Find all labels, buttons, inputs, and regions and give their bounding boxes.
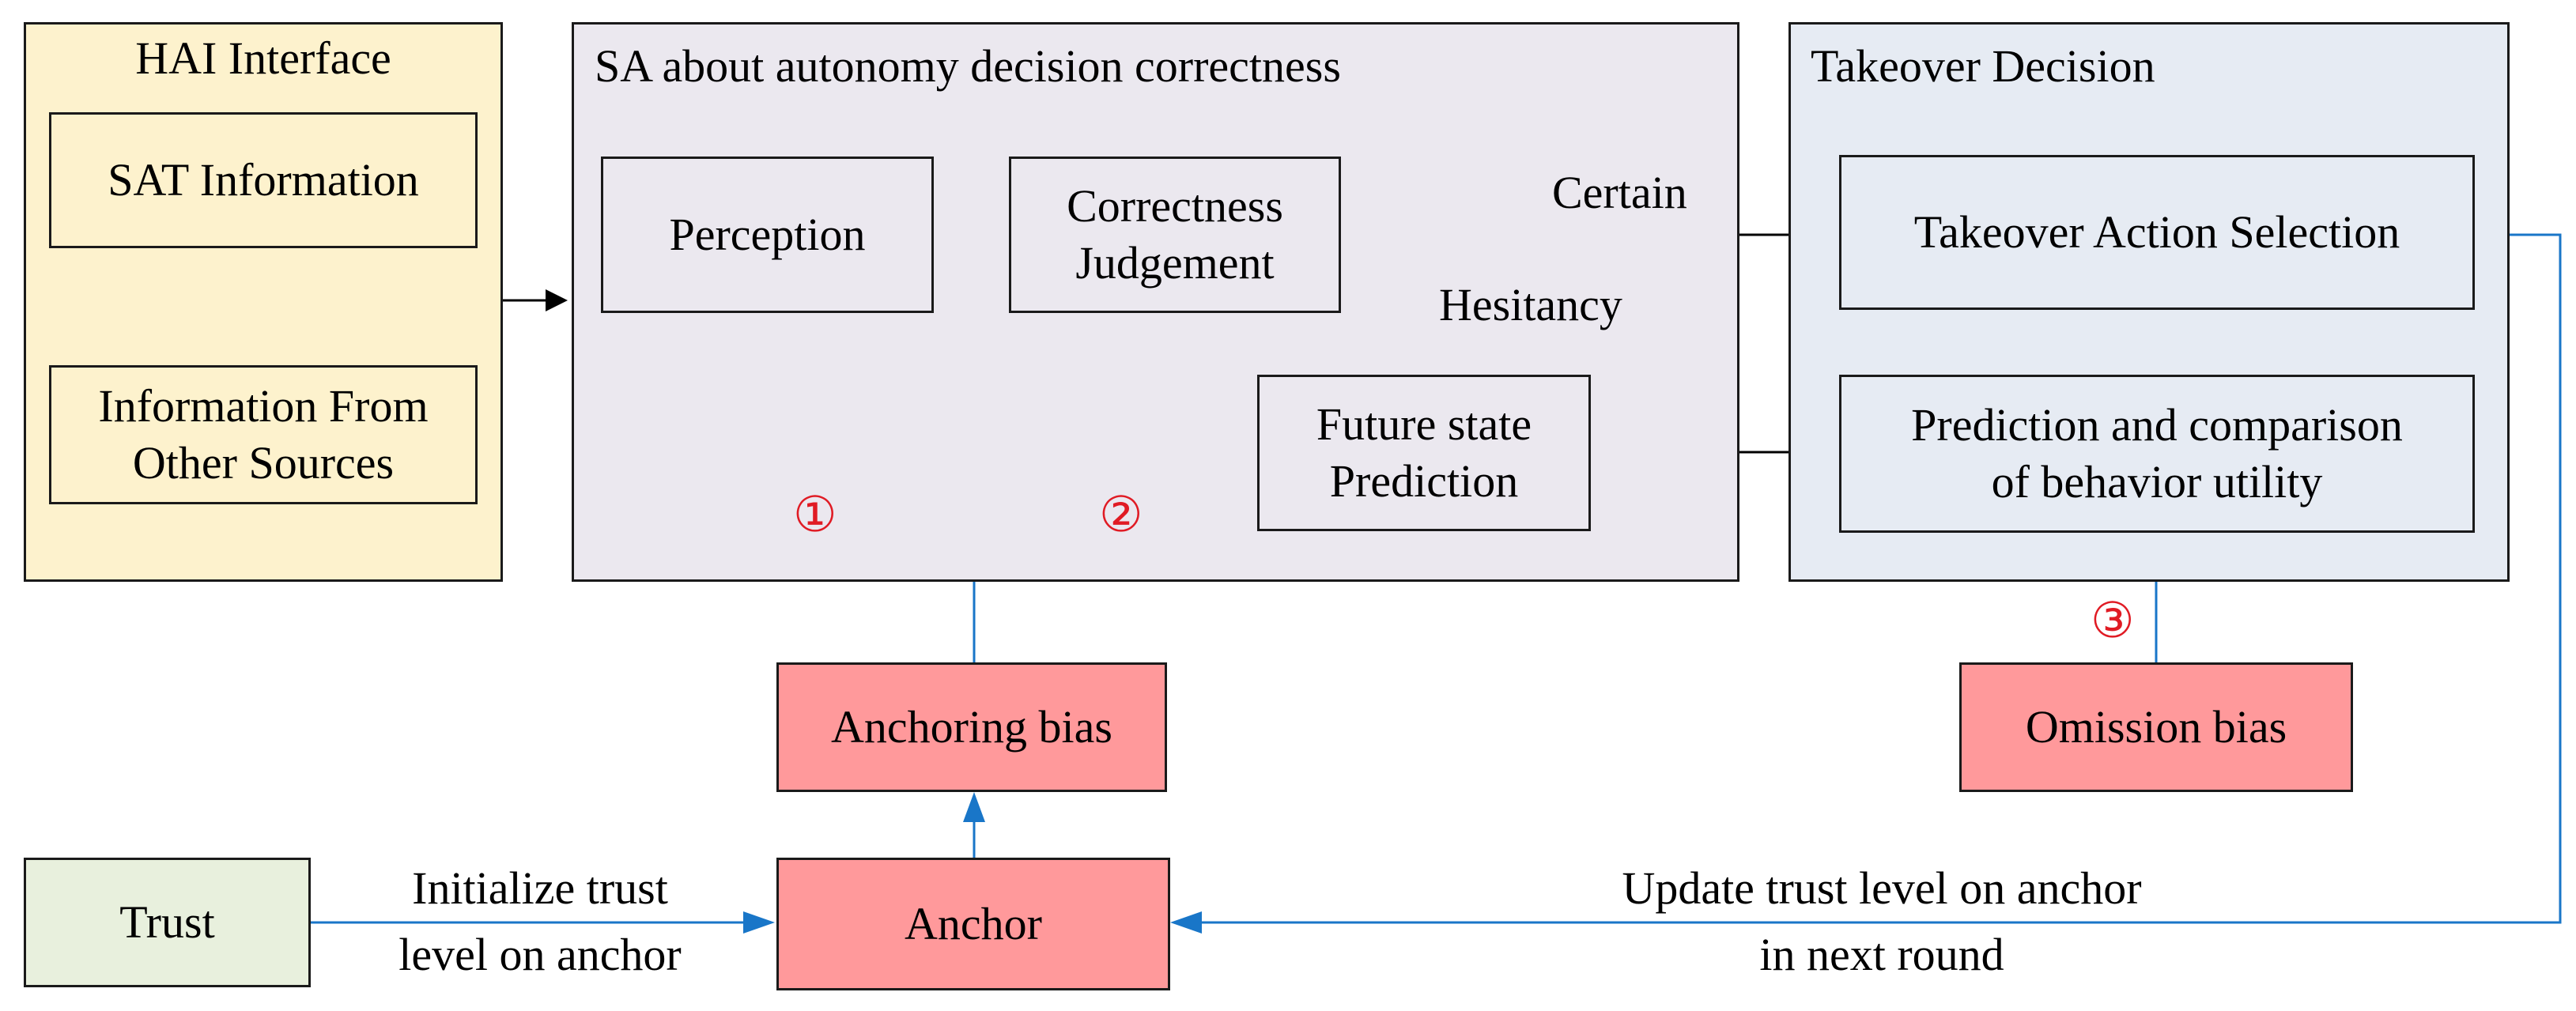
takeover-action-label: Takeover Action Selection (1913, 206, 2400, 258)
future-state-box: Future state Prediction (1257, 375, 1591, 531)
arrow-update-feedback (1202, 233, 2562, 924)
marker-one: ① (793, 489, 837, 542)
anchoring-bias-box: Anchoring bias (776, 662, 1167, 792)
omission-bias-label: Omission bias (2025, 700, 2287, 753)
marker-two: ② (1099, 489, 1143, 542)
marker-three: ③ (2091, 594, 2135, 648)
other-sources-line1: Information From (98, 379, 429, 432)
initialize-trust-line2: level on anchor (398, 929, 682, 980)
hai-interface-panel (24, 22, 503, 582)
other-sources-box: Information From Other Sources (49, 365, 478, 504)
correctness-line1: Correctness (1067, 179, 1283, 232)
anchoring-bias-label: Anchoring bias (831, 700, 1112, 753)
anchor-label: Anchor (905, 897, 1042, 949)
update-trust-line1: Update trust level on anchor (1622, 862, 2142, 914)
perception-box: Perception (601, 157, 934, 313)
omission-bias-box: Omission bias (1959, 662, 2353, 792)
trust-box: Trust (24, 858, 311, 987)
prediction-comparison-box: Prediction and comparison of behavior ut… (1839, 375, 2475, 533)
other-sources-line2: Other Sources (132, 437, 395, 489)
future-line1: Future state (1316, 398, 1532, 450)
prediction-line1: Prediction and comparison (1911, 398, 2403, 451)
takeover-action-box: Takeover Action Selection (1839, 155, 2475, 310)
anchor-box: Anchor (776, 858, 1170, 990)
sa-title: SA about autonomy decision correctness (595, 40, 1341, 92)
future-line2: Prediction (1329, 455, 1519, 507)
hesitancy-label: Hesitancy (1439, 279, 1622, 330)
certain-label: Certain (1552, 167, 1687, 218)
takeover-decision-title: Takeover Decision (1811, 40, 2155, 92)
trust-label: Trust (119, 896, 215, 948)
update-trust-line2: in next round (1759, 929, 2004, 980)
perception-label: Perception (669, 208, 866, 260)
prediction-line2: of behavior utility (1991, 456, 2323, 507)
correctness-line2: Judgement (1075, 237, 1275, 289)
initialize-trust-line1: Initialize trust (412, 862, 668, 914)
correctness-judgement-box: Correctness Judgement (1009, 157, 1341, 313)
hai-interface-title: HAI Interface (135, 32, 391, 84)
sat-information-label: SAT Information (108, 153, 419, 206)
sat-information-box: SAT Information (49, 112, 478, 248)
